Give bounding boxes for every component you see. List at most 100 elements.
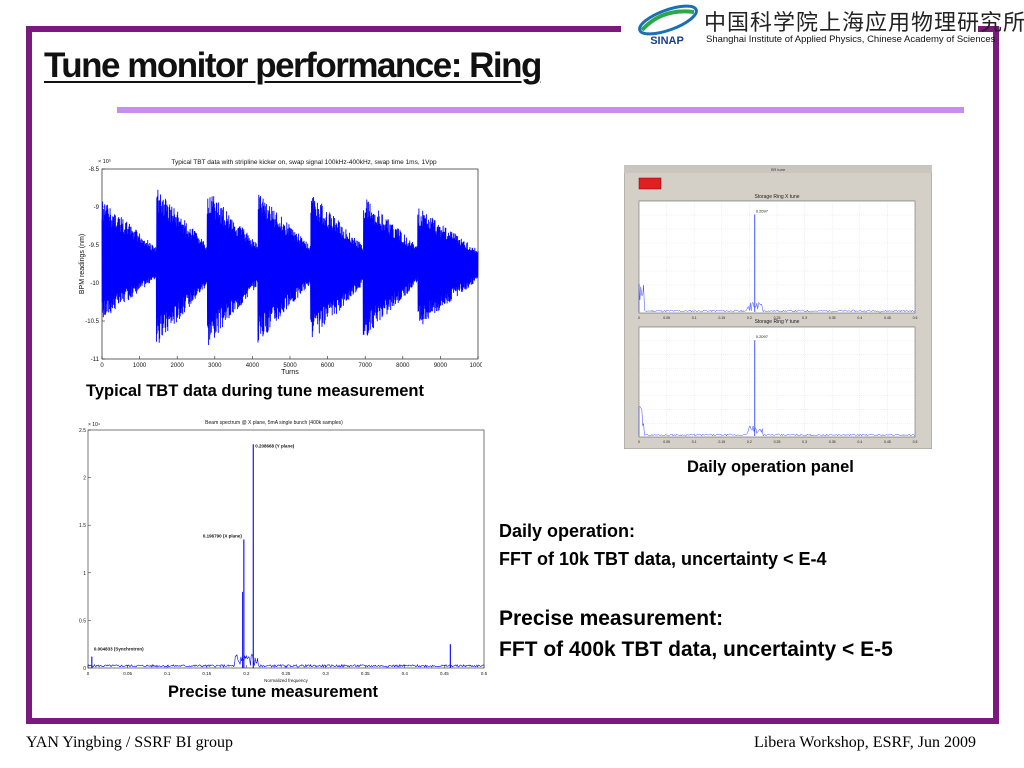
y-tick-label: 0.5 xyxy=(79,618,86,624)
x-tick-label: 0.5 xyxy=(913,316,918,320)
peak-label: 0.196790 (X plane) xyxy=(203,533,243,538)
x-tick-label: 0.15 xyxy=(202,671,211,676)
logo-text: SINAP xyxy=(650,35,684,46)
x-tick-label: 0.3 xyxy=(322,671,329,676)
x-tick-label: 5000 xyxy=(283,363,297,369)
footer-left: YAN Yingbing / SSRF BI group xyxy=(26,734,233,751)
x-tick-label: 0 xyxy=(638,316,640,320)
y-tick-label: 1.5 xyxy=(79,523,86,529)
y-tick-label: -9 xyxy=(94,205,100,211)
x-tick-label: 0.3 xyxy=(802,440,807,444)
frame-bottom xyxy=(26,718,999,724)
precise-caption: Precise tune measurement xyxy=(168,683,379,701)
title-rule xyxy=(117,107,964,113)
y-tick-label: 2 xyxy=(83,476,86,482)
x-tick-label: 10000 xyxy=(470,363,482,369)
x-tick-label: 0.45 xyxy=(884,440,891,444)
sinap-logo: SINAP xyxy=(638,4,698,46)
x-tick-label: 0.35 xyxy=(361,671,370,676)
daily-operation-panel: SR tune Storage Ring X tune 0 0.05 0.1 0.15… xyxy=(624,165,932,449)
chart-title: Beam spectrum @ X plane, 5mA single bunc… xyxy=(205,420,343,426)
y-tick-label: -11 xyxy=(91,357,100,363)
x-axis-label: Normalized frequency xyxy=(264,678,309,683)
x-tick-label: 0.15 xyxy=(718,440,725,444)
tbt-signal-line xyxy=(101,189,479,346)
x-tick-label: 0 xyxy=(100,363,104,369)
status-indicator xyxy=(638,177,662,190)
x-tick-label: 6000 xyxy=(321,363,335,369)
spectrum-chart: Beam spectrum @ X plane, 5mA single bunc… xyxy=(74,414,492,684)
x-tick-label: 0.15 xyxy=(718,316,725,320)
x-tick-label: 0.4 xyxy=(857,440,862,444)
x-tick-label: 0.05 xyxy=(663,316,670,320)
y-multiplier: × 10⁴ xyxy=(88,422,100,428)
x-tick-label: 0.2 xyxy=(747,316,752,320)
tune-spectrum-line xyxy=(638,283,916,313)
frame-top-right xyxy=(978,26,999,32)
y-tick-label: -10 xyxy=(90,281,99,287)
x-tick-label: 2000 xyxy=(171,363,185,369)
chart-title: Typical TBT data with stripline kicker o… xyxy=(171,159,437,166)
footer-right: Libera Workshop, ESRF, Jun 2009 xyxy=(753,734,976,751)
x-tick-label: 0.1 xyxy=(692,316,697,320)
y-tick-label: 2.5 xyxy=(79,428,86,434)
peak-label: 0.004833 (Synchrotron) xyxy=(94,647,144,652)
x-tick-label: 0.25 xyxy=(774,316,781,320)
y-tick-label: -8.5 xyxy=(89,167,100,173)
peak-label: 0.208668 (Y plane) xyxy=(255,443,294,448)
panel-titlebar xyxy=(624,165,932,173)
x-tick-label: 0.25 xyxy=(282,671,291,676)
x-tick-label: 9000 xyxy=(434,363,448,369)
tune-peak-label: 0.2097 xyxy=(756,208,769,213)
frame-top-left xyxy=(26,26,621,32)
x-tick-label: 0.35 xyxy=(829,440,836,444)
plot-area xyxy=(87,429,485,669)
x-tick-label: 1000 xyxy=(133,363,147,369)
x-tick-label: 3000 xyxy=(208,363,222,369)
x-axis-label: Turns xyxy=(281,369,299,376)
x-tune-title: Storage Ring X tune xyxy=(754,194,799,200)
x-tick-label: 0 xyxy=(87,671,90,676)
x-tick-label: 0.1 xyxy=(164,671,171,676)
x-tick-label: 8000 xyxy=(396,363,410,369)
x-tick-label: 0.2 xyxy=(747,440,752,444)
x-tick-label: 0.25 xyxy=(774,440,781,444)
panel-window-title: SR tune xyxy=(771,167,786,172)
y-tick-label: 1 xyxy=(83,571,86,577)
y-tick-label: 0 xyxy=(83,666,86,672)
tbt-chart: Typical TBT data with stripline kicker o… xyxy=(72,152,482,378)
frame-left xyxy=(26,26,32,724)
y-axis-label: BPM readings (nm) xyxy=(79,234,86,294)
daily-operation-heading: Daily operation: xyxy=(499,521,636,541)
x-tick-label: 0.2 xyxy=(243,671,250,676)
x-tick-label: 7000 xyxy=(359,363,373,369)
x-tick-label: 0.45 xyxy=(884,316,891,320)
x-tick-label: 0.4 xyxy=(857,316,862,320)
org-name-english: Shanghai Institute of Applied Physics, C… xyxy=(706,34,996,45)
x-tick-label: 0.1 xyxy=(692,440,697,444)
daily-operation-body: FFT of 10k TBT data, uncertainty < E-4 xyxy=(499,549,827,569)
tune-peak-label: 0.2097 xyxy=(756,334,769,339)
x-tick-label: 0.45 xyxy=(440,671,449,676)
x-tick-label: 0.05 xyxy=(123,671,132,676)
x-tick-label: 0.4 xyxy=(402,671,409,676)
x-tick-label: 0 xyxy=(638,440,640,444)
org-name-chinese: 中国科学院上海应用物理研究所 xyxy=(704,11,1024,36)
panel-caption: Daily operation panel xyxy=(687,458,854,476)
precise-measurement-body: FFT of 400k TBT data, uncertainty < E-5 xyxy=(499,638,893,661)
x-tick-label: 0.3 xyxy=(802,316,807,320)
y-multiplier: × 10⁵ xyxy=(98,158,111,165)
precise-measurement-heading: Precise measurement: xyxy=(499,607,724,630)
spectrum-noise-line xyxy=(87,653,485,668)
y-tick-label: -10.5 xyxy=(85,319,99,325)
tbt-caption: Typical TBT data during tune measurement xyxy=(86,382,425,400)
x-tick-label: 0.5 xyxy=(913,440,918,444)
y-tune-title: Storage Ring Y tune xyxy=(755,319,800,325)
x-tick-label: 0.05 xyxy=(663,440,670,444)
x-tick-label: 0.35 xyxy=(829,316,836,320)
page-title: Tune monitor performance: Ring xyxy=(44,46,542,85)
tune-spectrum-line xyxy=(638,406,916,437)
x-tick-label: 0.5 xyxy=(481,671,488,676)
frame-right xyxy=(993,26,999,724)
x-tick-label: 4000 xyxy=(246,363,260,369)
